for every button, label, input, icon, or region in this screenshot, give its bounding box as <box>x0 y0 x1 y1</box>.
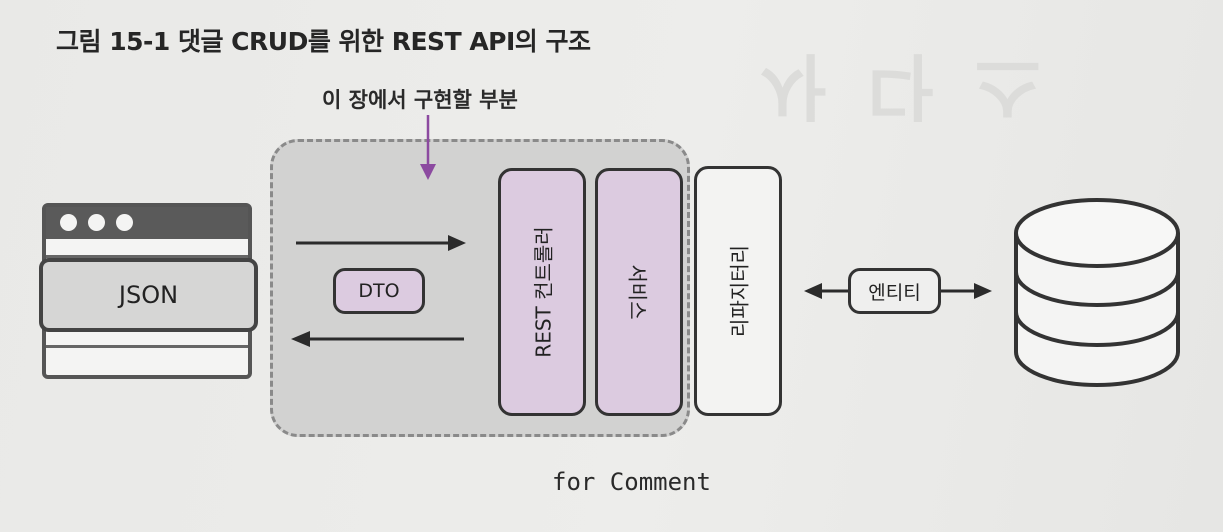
window-dot-icon <box>88 214 105 231</box>
entity-left-arrowhead <box>804 283 822 299</box>
request-arrowhead <box>448 235 466 251</box>
window-dot-icon <box>116 214 133 231</box>
browser-divider <box>46 345 248 348</box>
entity-right-arrowhead <box>974 283 992 299</box>
figure-caption: 그림 15-1 댓글 CRUD를 위한 REST API의 구조 <box>56 27 591 56</box>
window-dot-icon <box>60 214 77 231</box>
json-payload-box: JSON <box>39 258 258 332</box>
implementation-scope-callout: 이 장에서 구현할 부분 <box>322 88 518 112</box>
dto-box: DTO <box>333 268 425 314</box>
browser-title-bar <box>46 207 248 239</box>
footer-caption: for Comment <box>552 468 711 496</box>
rest-controller-layer: REST 컨트롤러 <box>498 168 586 416</box>
entity-box: 엔티티 <box>848 268 941 314</box>
database-icon <box>1014 198 1180 387</box>
repository-layer: 리파지터리 <box>694 166 782 416</box>
response-arrowhead <box>291 331 310 347</box>
service-layer: 서비스 <box>595 168 683 416</box>
browser-divider <box>46 255 248 258</box>
